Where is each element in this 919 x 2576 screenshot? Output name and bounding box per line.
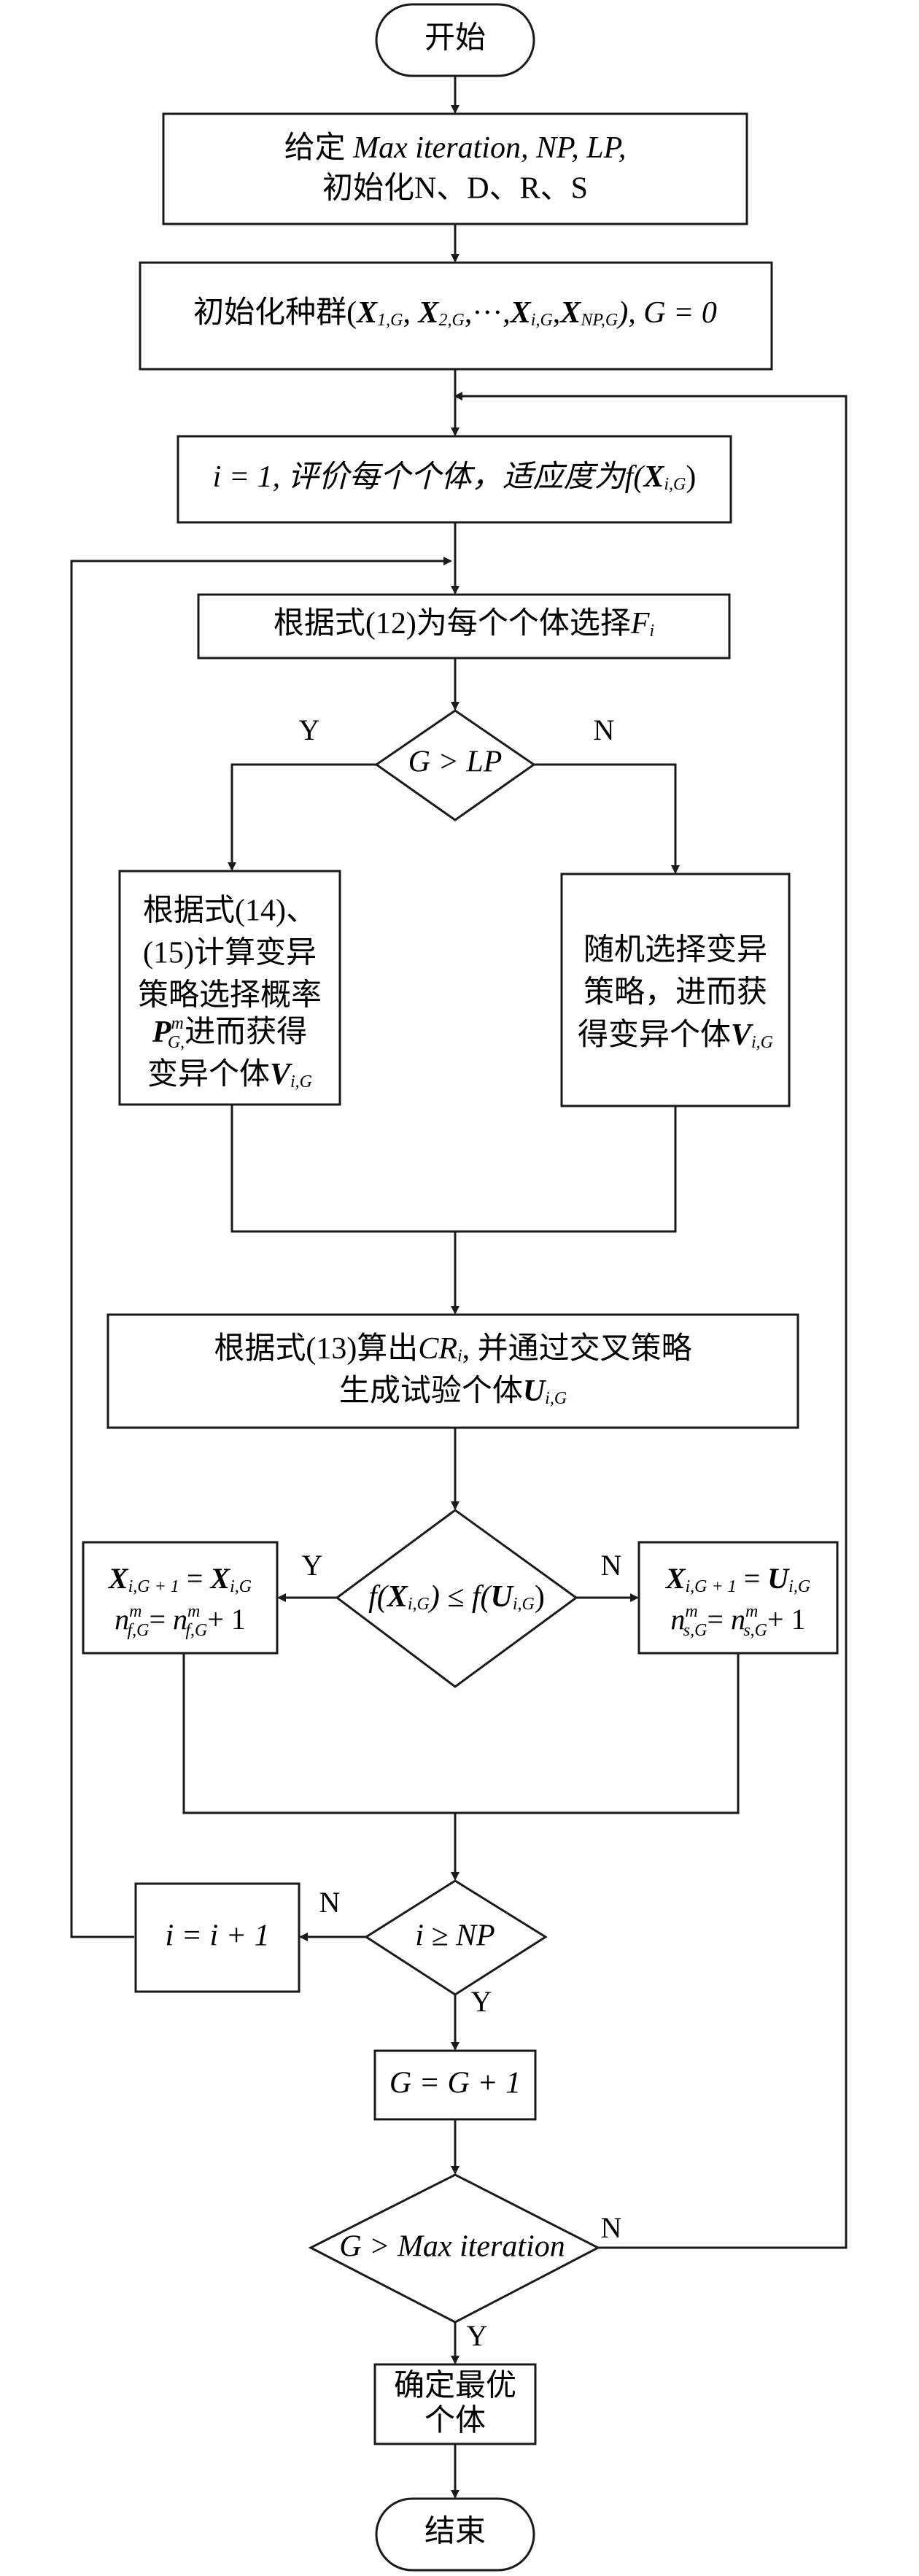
edge-labels: Y N Y N N Y N Y (299, 713, 622, 2352)
decision-max-iteration: G > Max iteration (308, 2173, 601, 2324)
accept-trial-line1: Xi,G + 1 = Ui,G (664, 1562, 810, 1596)
best-individual-box: 确定最优 个体 (373, 2363, 537, 2445)
random-mutation-line3: 得变异个体Vi,G (578, 1018, 773, 1052)
params-line1: 给定 Max iteration, NP, LP, (284, 131, 627, 165)
connectors (70, 76, 848, 2499)
random-mutation-line1: 随机选择变异 (583, 933, 767, 967)
end-node: 结束 (375, 2497, 535, 2572)
increment-i-box: i = i + 1 (134, 1882, 300, 1993)
crossover-line1: 根据式(13)算出CRi, 并通过交叉策略 (214, 1331, 691, 1366)
keep-target-line1: Xi,G + 1 = Xi,G (107, 1562, 252, 1596)
edge-max-no-loop (454, 392, 848, 2249)
start-node: 开始 (375, 3, 535, 77)
label-max-yes: Y (467, 2319, 488, 2352)
decision-np: i ≥ NP (364, 1879, 548, 1996)
increment-g-text: G = G + 1 (389, 2067, 521, 2100)
init-population-text: 初始化种群(X1,G, X2,G,···,Xi,G,XNP,G), G = 0 (193, 296, 717, 330)
label-lp-no: N (594, 713, 615, 746)
select-f-box: 根据式(12)为每个个体选择Fi (197, 593, 731, 660)
mutation-prob-line3: 策略选择概率 (138, 978, 322, 1013)
mutation-prob-line2: (15)计算变异 (143, 936, 317, 970)
crossover-box: 根据式(13)算出CRi, 并通过交叉策略 生成试验个体Ui,G (106, 1313, 799, 1429)
start-label: 开始 (424, 22, 486, 55)
edge-inc-i-loop (70, 557, 452, 1938)
mutation-prob-line1: 根据式(14)、 (143, 894, 317, 928)
decision-fitness: f(Xi,G) ≤ f(Ui,G) (335, 1509, 578, 1688)
decision-max-iteration-text: G > Max iteration (339, 2230, 565, 2264)
best-individual-line1: 确定最优 (394, 2369, 516, 2403)
label-np-no: N (319, 1886, 341, 1919)
evaluate-box: i = 1, 评价每个个体，适应度为f(Xi,G) (177, 435, 732, 524)
edge-mut-merge (230, 1105, 677, 1233)
params-line2: 初始化N、D、R、S (322, 172, 588, 206)
increment-i-text: i = i + 1 (165, 1919, 269, 1953)
edge-lp-yes (228, 763, 376, 871)
params-box: 给定 Max iteration, NP, LP, 初始化N、D、R、S (162, 112, 748, 225)
decision-fitness-text: f(Xi,G) ≤ f(Ui,G) (368, 1580, 545, 1614)
edge-update-merge (182, 1653, 740, 1814)
mutation-prob-line5: 变异个体Vi,G (147, 1057, 312, 1091)
edge-lp-no (534, 763, 680, 874)
decision-lp-text: G > LP (408, 746, 503, 779)
label-fit-yes: Y (302, 1549, 323, 1582)
end-label: 结束 (424, 2515, 486, 2549)
select-f-text: 根据式(12)为每个个体选择Fi (274, 607, 654, 641)
label-fit-no: N (601, 1549, 622, 1582)
crossover-line2: 生成试验个体Ui,G (339, 1374, 567, 1408)
increment-g-box: G = G + 1 (373, 2049, 537, 2121)
random-mutation-box: 随机选择变异 策略，进而获 得变异个体Vi,G (560, 873, 791, 1107)
label-lp-yes: Y (299, 713, 320, 746)
label-max-no: N (601, 2211, 622, 2244)
evaluate-text: i = 1, 评价每个个体，适应度为f(Xi,G) (213, 460, 697, 494)
decision-lp: G > LP (374, 709, 536, 821)
random-mutation-line2: 策略，进而获 (583, 976, 767, 1010)
label-np-yes: Y (471, 1985, 492, 2018)
best-individual-line2: 个体 (424, 2405, 486, 2438)
init-population-box: 初始化种群(X1,G, X2,G,···,Xi,G,XNP,G), G = 0 (139, 261, 773, 371)
decision-np-text: i ≥ NP (415, 1919, 495, 1953)
